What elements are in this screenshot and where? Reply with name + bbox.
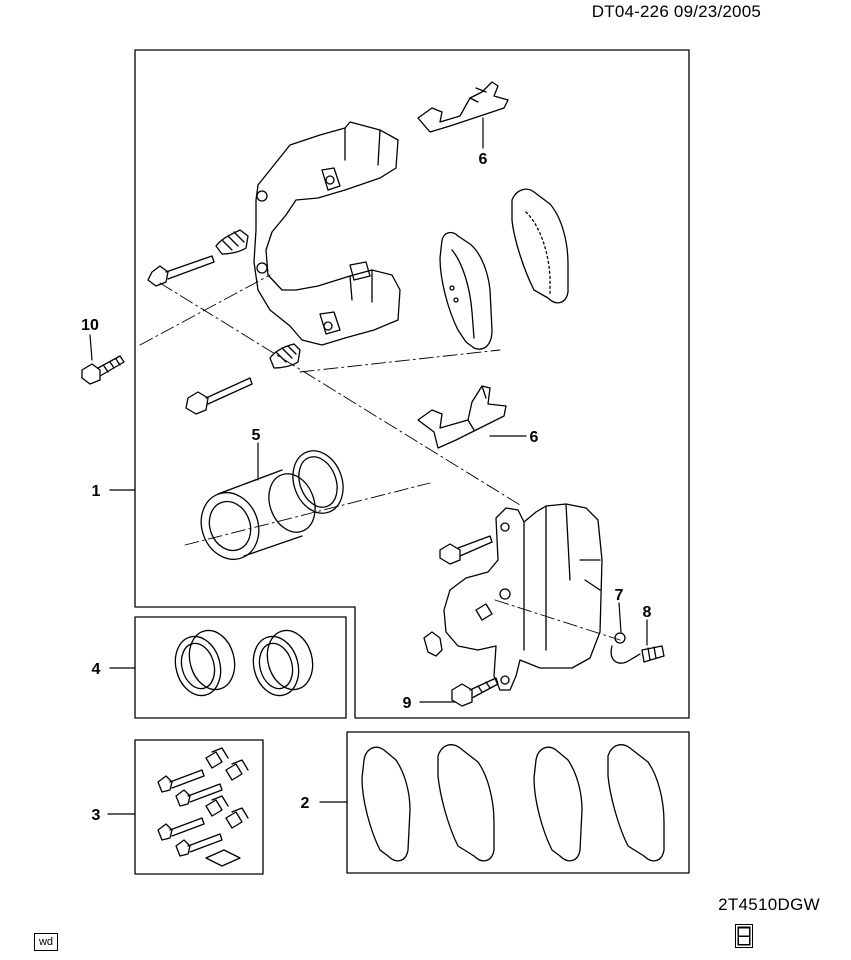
caliper-housing: [443, 503, 603, 691]
bleeder-screw: [423, 631, 443, 657]
leader-lines: [89, 117, 648, 815]
callout-1: 1: [92, 483, 101, 500]
gm-spo-logo-icon: [735, 924, 753, 948]
anti-rattle-clip-upper: [417, 81, 509, 133]
guide-pin-lower: [185, 343, 301, 415]
callout-5: 5: [252, 427, 261, 444]
drawing-id-header: DT04-226 09/23/2005: [591, 2, 761, 21]
brake-pad-inner: [439, 231, 493, 350]
bracket-bolt: [81, 355, 125, 385]
callout-7: 7: [615, 587, 624, 604]
assembly-centre-lines: [139, 274, 621, 641]
illustration-code: 2T4510DGW: [718, 895, 820, 914]
guide-pin-upper: [147, 229, 249, 287]
anti-rattle-clip-lower: [417, 385, 507, 449]
group-frame-pin-kit: [134, 739, 264, 875]
callout-6-upper: 6: [479, 151, 488, 168]
brake-pad-outer: [511, 188, 569, 304]
callout-2: 2: [301, 795, 310, 812]
pad-kit-pads: [361, 744, 665, 862]
callout-10: 10: [81, 317, 99, 334]
seal-kit-rings: [174, 629, 314, 697]
banjo-bolt: [641, 645, 665, 663]
piston-seal: [292, 450, 344, 514]
brake-hose-fitting: [610, 632, 641, 664]
callout-9: 9: [403, 695, 412, 712]
callout-4: 4: [92, 661, 101, 678]
caliper-piston: [200, 469, 316, 561]
group-frame-caliper-assembly: [134, 49, 690, 719]
callout-8: 8: [643, 604, 652, 621]
pin-kit-parts: [157, 747, 249, 867]
caliper-bolt-upper: [439, 535, 493, 565]
callout-3: 3: [92, 807, 101, 824]
callout-6-lower: 6: [530, 429, 539, 446]
wd-badge: wd: [34, 933, 58, 951]
group-frame-seal-kit: [134, 616, 347, 719]
caliper-bolt-lower: [451, 677, 499, 707]
caliper-bracket: [253, 121, 401, 346]
